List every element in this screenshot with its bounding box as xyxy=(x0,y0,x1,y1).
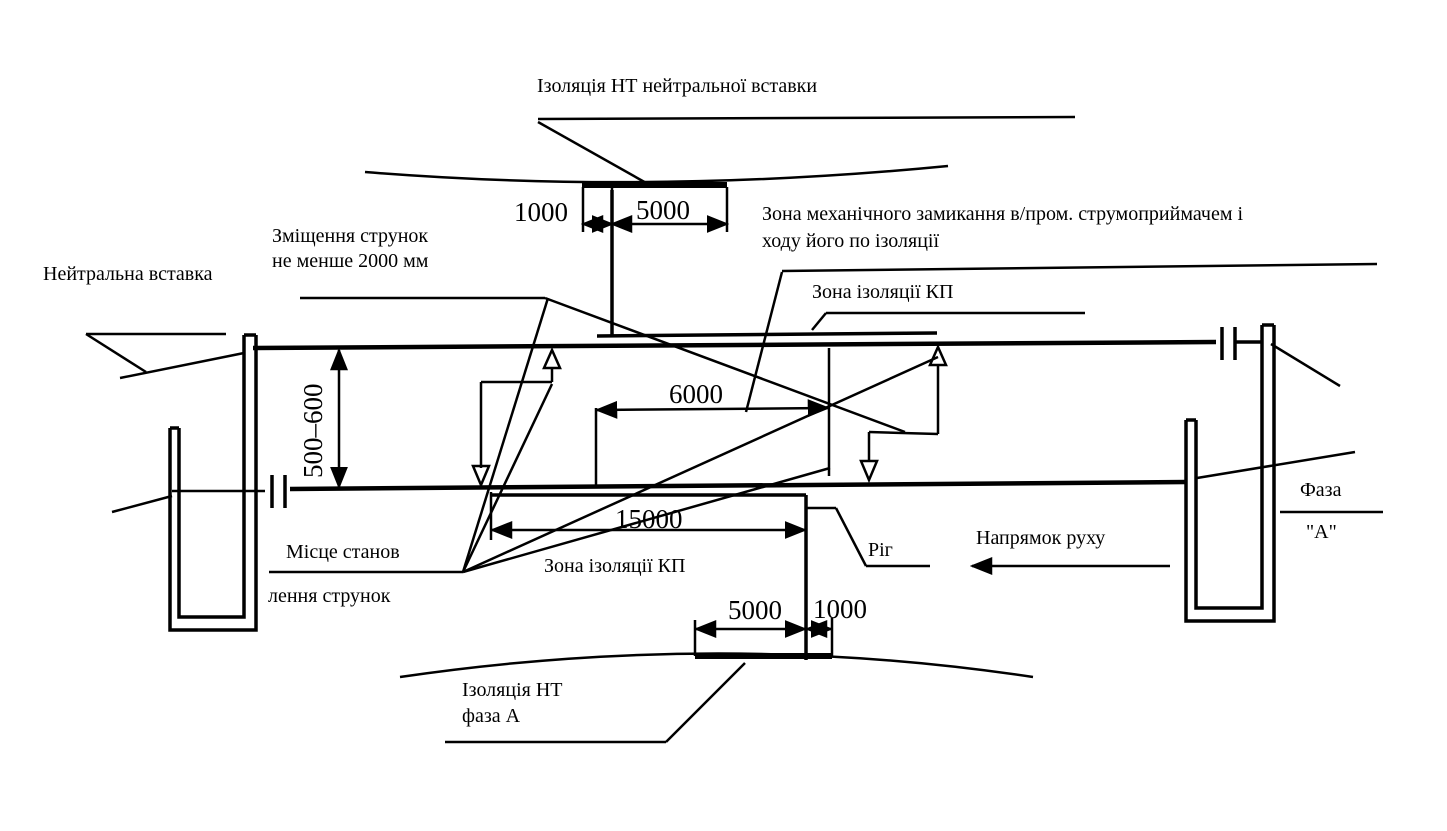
dropper-clamp-down-right xyxy=(859,459,879,484)
label-kp-zone-bottom: Зона ізоляції КП xyxy=(544,555,685,577)
dim-bottom-1000: 1000 xyxy=(813,594,867,624)
label-install-place-line2: лення струнок xyxy=(268,585,391,607)
right-wire-stub xyxy=(1196,450,1356,480)
label-neutral-insert: Нейтральна вставка xyxy=(43,263,213,285)
mech-zone-leader xyxy=(744,271,784,413)
right-mast-outer xyxy=(1184,325,1276,623)
label-mech-zone-line1: Зона механічного замикання в/пром. струм… xyxy=(762,203,1244,225)
left-wire-stub xyxy=(111,494,173,514)
left-mast-outer xyxy=(168,335,258,632)
dim-6000-group: 6000 xyxy=(594,379,831,488)
capacitor-symbol-icon xyxy=(1220,327,1262,360)
install-leader-3 xyxy=(462,466,831,574)
bottom-insulation-group: 5000 1000 xyxy=(399,594,1034,744)
label-phase-line2: "А" xyxy=(1306,521,1337,543)
bottom-leader xyxy=(665,662,746,743)
top-leader-rule xyxy=(537,115,1076,121)
left-upper-wire xyxy=(119,351,245,380)
left-upper-leader xyxy=(85,332,147,374)
capacitor-symbol-icon xyxy=(270,475,287,508)
dropper-clamp-down-left xyxy=(471,464,491,489)
dim-top-5000: 5000 xyxy=(636,195,690,225)
dim-bottom-5000: 5000 xyxy=(728,595,782,625)
dropper-strings xyxy=(269,296,948,574)
label-install-place-line1: Місце станов xyxy=(286,541,400,563)
mech-zone-rule xyxy=(781,262,1378,273)
dim-top-1000: 1000 xyxy=(514,197,568,227)
dim-6000: 6000 xyxy=(669,379,723,409)
top-insulation-group: 1000 5000 xyxy=(364,115,1076,336)
horn-leader xyxy=(834,507,868,567)
label-phase-a-insulation-line1: Ізоляція НТ xyxy=(462,679,562,701)
contact-wires xyxy=(85,332,1356,514)
top-arc xyxy=(364,164,949,184)
crossing-string-1 xyxy=(544,296,906,434)
install-leader-2 xyxy=(461,383,554,573)
label-kp-zone-top: Зона ізоляції КП xyxy=(812,281,953,303)
height-dimension: 500–600 xyxy=(298,347,348,490)
install-leader-1 xyxy=(461,297,550,573)
dim-15000: 15000 xyxy=(615,504,683,534)
label-shift-line1: Зміщення струнок xyxy=(272,225,428,247)
top-leader xyxy=(537,120,649,186)
lower-contact-wire xyxy=(289,479,1188,492)
right-masts xyxy=(1184,323,1276,623)
upper-contact-wire xyxy=(252,339,1217,351)
right-mast-inner xyxy=(1194,325,1264,610)
label-shift-line2: не менше 2000 мм xyxy=(272,250,429,272)
label-neutral-insulation: Ізоляція НТ нейтральної вставки xyxy=(537,75,817,97)
right-upper-wire xyxy=(1270,342,1341,388)
label-phase-a-insulation-line2: фаза А xyxy=(462,705,521,727)
left-masts xyxy=(168,333,258,632)
kp-zone-top-group xyxy=(596,262,1378,413)
dropper-clamp-up-right xyxy=(928,343,948,367)
dim-500-600: 500–600 xyxy=(298,384,328,479)
kp-top-leader xyxy=(811,312,827,331)
label-phase-line1: Фаза xyxy=(1300,479,1342,501)
text-labels: Ізоляція НТ нейтральної вставки Зона мех… xyxy=(43,75,1383,727)
dropper-clamp-up-left xyxy=(542,346,562,370)
label-mech-zone-line2: ходу його по ізоляції xyxy=(762,230,939,252)
label-rig: Ріг xyxy=(868,539,893,561)
label-direction: Напрямок руху xyxy=(976,527,1105,549)
left-mast-inner xyxy=(177,335,246,619)
